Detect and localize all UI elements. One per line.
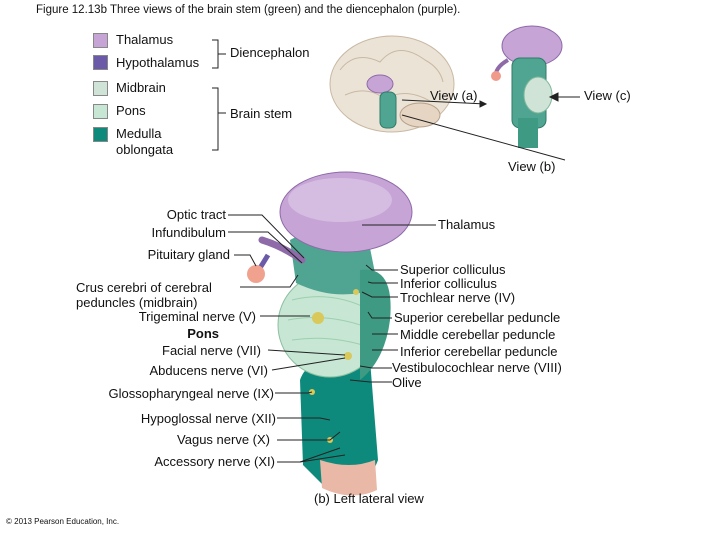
- leader-lines-right: [349, 224, 436, 383]
- legend-swatch-hypothalamus: [93, 55, 108, 70]
- leader-lines-left: [228, 214, 346, 463]
- label-facial: Facial nerve (VII): [162, 343, 261, 358]
- copyright-notice: © 2013 Pearson Education, Inc.: [6, 517, 120, 526]
- label-hypoglossal: Hypoglossal nerve (XII): [140, 411, 276, 426]
- label-inferior-colliculus: Inferior colliculus: [400, 276, 497, 291]
- view-b-label: View (b): [508, 159, 556, 174]
- label-trigeminal: Trigeminal nerve (V): [138, 309, 256, 324]
- label-vestibulocochlear: Vestibulocochlear nerve (VIII): [392, 360, 562, 375]
- label-infundibulum: Infundibulum: [151, 225, 226, 240]
- figure-caption: (b) Left lateral view: [314, 491, 424, 506]
- label-middle-cerebellar-peduncle: Middle cerebellar peduncle: [400, 327, 556, 342]
- label-olive: Olive: [392, 375, 422, 390]
- legend-brackets: [212, 39, 226, 151]
- legend-swatch-midbrain: [93, 81, 108, 96]
- label-pons: Pons: [187, 326, 219, 341]
- label-accessory: Accessory nerve (XI): [154, 454, 275, 469]
- view-connectors: [401, 92, 580, 161]
- legend-label-hypothalamus: Hypothalamus: [116, 55, 200, 70]
- label-optic-tract: Optic tract: [166, 207, 226, 222]
- group-diencephalon: Diencephalon: [230, 45, 310, 60]
- main-brainstem-illustration: [247, 171, 413, 496]
- label-abducens: Abducens nerve (VI): [149, 363, 268, 378]
- label-inferior-cerebellar-peduncle: Inferior cerebellar peduncle: [400, 344, 558, 359]
- legend-swatch-pons: [93, 104, 108, 119]
- small-brainstem-view-c: [491, 25, 563, 148]
- figure-title: Figure 12.13b Three views of the brain s…: [36, 4, 461, 16]
- legend-label-medulla: Medulla oblongata: [116, 126, 174, 157]
- legend-swatch-thalamus: [93, 33, 108, 48]
- label-superior-colliculus: Superior colliculus: [400, 262, 506, 277]
- legend-label-thalamus: Thalamus: [116, 32, 174, 47]
- legend-swatch-medulla: [93, 127, 108, 142]
- label-glossopharyngeal: Glossopharyngeal nerve (IX): [108, 386, 274, 401]
- label-pituitary: Pituitary gland: [147, 247, 230, 262]
- label-superior-cerebellar-peduncle: Superior cerebellar peduncle: [394, 310, 561, 325]
- small-brain-illustration: [329, 35, 455, 133]
- label-vagus: Vagus nerve (X): [177, 432, 270, 447]
- label-trochlear: Trochlear nerve (IV): [400, 290, 516, 305]
- legend-label-midbrain: Midbrain: [116, 80, 166, 95]
- view-a-label: View (a): [430, 88, 478, 103]
- group-brainstem: Brain stem: [230, 106, 293, 121]
- label-thalamus: Thalamus: [438, 217, 496, 232]
- label-crus-cerebri: Crus cerebri of cerebral peduncles (midb…: [76, 280, 212, 310]
- view-c-label: View (c): [584, 88, 631, 103]
- legend-label-pons: Pons: [116, 103, 146, 118]
